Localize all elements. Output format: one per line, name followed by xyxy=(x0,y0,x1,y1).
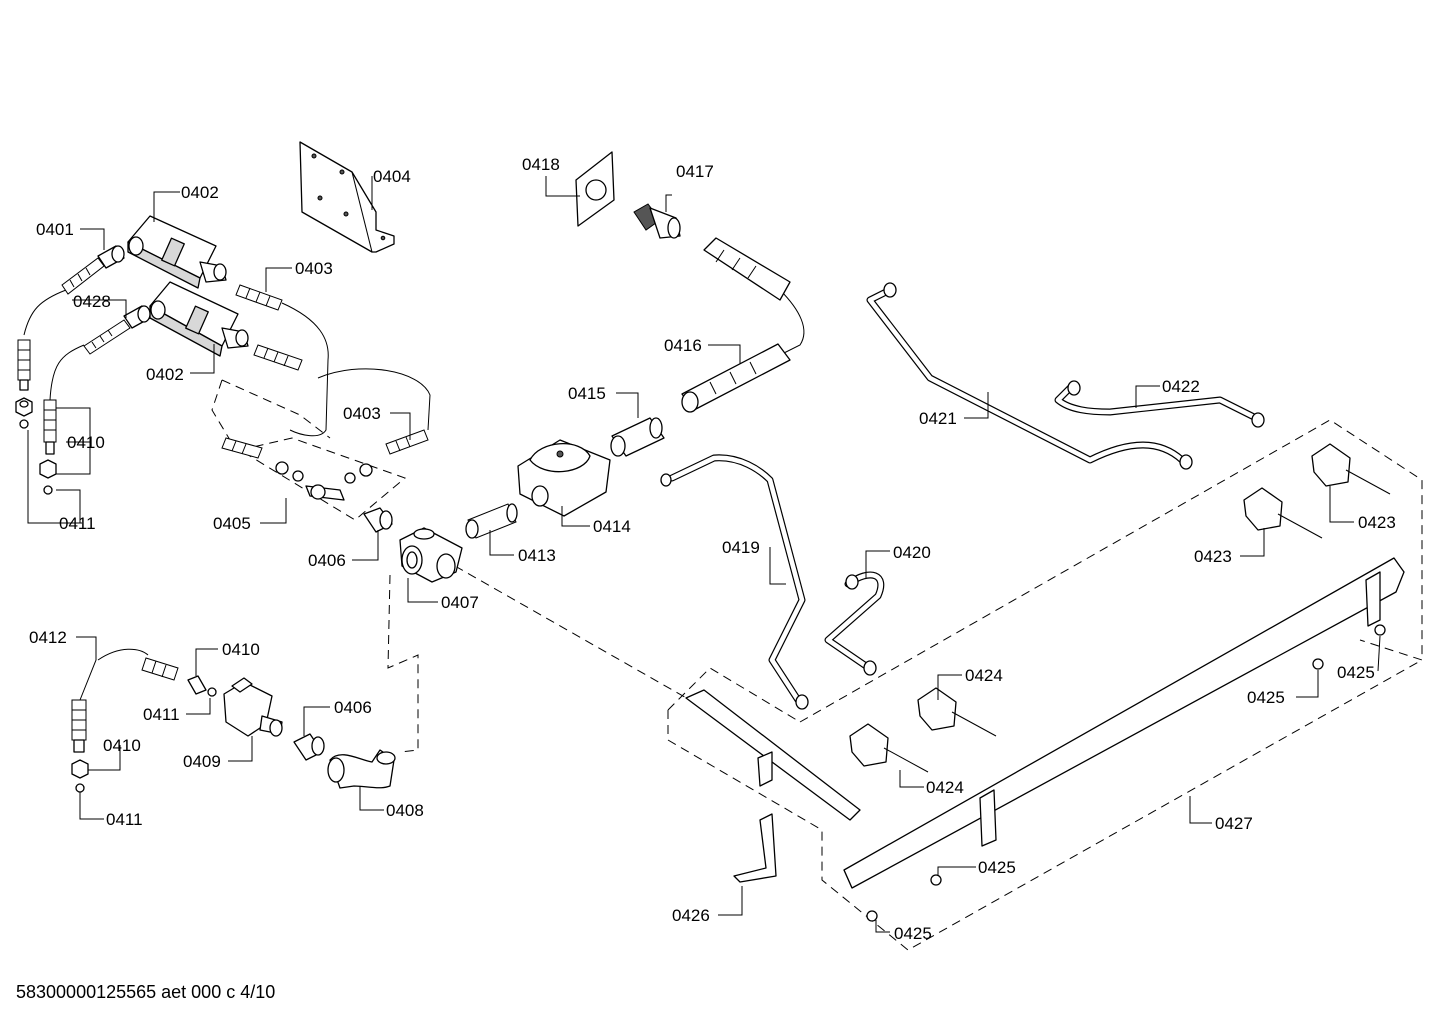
part-0426-bracket xyxy=(733,751,777,883)
label-0425-right: 0425 xyxy=(1337,663,1375,682)
label-0411-left: 0411 xyxy=(59,514,96,533)
label-0425-mid: 0425 xyxy=(1247,688,1285,707)
label-0402-lower: 0402 xyxy=(146,365,184,384)
label-0406-upper: 0406 xyxy=(308,551,346,570)
label-0424-upper: 0424 xyxy=(965,666,1003,685)
label-0423-right: 0423 xyxy=(1358,513,1396,532)
part-0418-bracket xyxy=(575,151,615,227)
part-0416-hose xyxy=(681,237,791,413)
label-0424-lower: 0424 xyxy=(926,778,964,797)
label-0407: 0407 xyxy=(441,593,479,612)
label-0408: 0408 xyxy=(386,801,424,820)
label-0415: 0415 xyxy=(568,384,606,403)
part-0428-fitting xyxy=(83,305,151,355)
part-0409-solenoid xyxy=(223,677,283,737)
label-0426: 0426 xyxy=(672,906,710,925)
label-0411-mid: 0411 xyxy=(143,705,180,724)
part-0406-nipples xyxy=(293,507,393,761)
part-0423-valves xyxy=(1243,443,1391,539)
assembly-outlines xyxy=(211,379,1423,951)
label-0427: 0427 xyxy=(1215,814,1253,833)
label-0417: 0417 xyxy=(676,162,714,181)
part-0403-stubs xyxy=(221,284,429,459)
label-0418: 0418 xyxy=(522,155,560,174)
label-0406-lower: 0406 xyxy=(334,698,372,717)
label-0425-bottom: 0425 xyxy=(894,924,932,943)
part-0420-pipe xyxy=(824,571,885,676)
label-0404: 0404 xyxy=(373,167,411,186)
part-0410-0411-left xyxy=(15,339,57,495)
label-0410-bottom: 0410 xyxy=(222,640,260,659)
label-0413: 0413 xyxy=(518,546,556,565)
label-0409: 0409 xyxy=(183,752,221,771)
label-0428: 0428 xyxy=(73,292,111,311)
label-0403-lower: 0403 xyxy=(343,404,381,423)
part-0417-fitting xyxy=(633,203,681,239)
part-0424-valves xyxy=(849,687,997,773)
label-0402-upper: 0402 xyxy=(181,183,219,202)
label-0416: 0416 xyxy=(664,336,702,355)
label-0411-lower: 0411 xyxy=(106,810,143,829)
part-0422-pipe xyxy=(1054,380,1265,428)
label-0421: 0421 xyxy=(919,409,957,428)
part-0410-0412-bottom xyxy=(71,657,217,793)
part-0421-pipe xyxy=(866,282,1193,470)
part-0408-elbow xyxy=(327,749,396,789)
label-0405: 0405 xyxy=(213,514,251,533)
label-0412: 0412 xyxy=(29,628,67,647)
label-0423-left: 0423 xyxy=(1194,547,1232,566)
label-0410-lower: 0410 xyxy=(103,736,141,755)
part-0404-bracket xyxy=(299,141,395,253)
part-0427-manifold xyxy=(685,557,1405,889)
part-0425-screws xyxy=(866,624,1386,922)
part-0401-fitting xyxy=(61,245,125,295)
flex-connections xyxy=(23,289,805,661)
part-0405-fittings xyxy=(275,461,373,501)
label-0419: 0419 xyxy=(722,538,760,557)
part-0402-valve-upper xyxy=(127,215,227,289)
label-0403-upper: 0403 xyxy=(295,259,333,278)
part-0407-cross xyxy=(399,527,463,583)
document-code: 58300000125565 aet 000 c 4/10 xyxy=(16,982,275,1002)
part-0419-pipe xyxy=(660,454,809,710)
part-0415-fitting xyxy=(610,417,665,457)
label-0401: 0401 xyxy=(36,220,74,239)
leader-lines xyxy=(27,176,1381,933)
part-0414-regulator xyxy=(517,439,611,517)
label-0422: 0422 xyxy=(1162,377,1200,396)
label-0414: 0414 xyxy=(593,517,631,536)
part-0413-nipple xyxy=(465,503,518,539)
part-labels: 0402 0401 0404 0403 0428 0402 0403 0410 … xyxy=(29,155,1396,943)
label-0420: 0420 xyxy=(893,543,931,562)
label-0410-left: 0410 xyxy=(67,433,105,452)
part-0402-valve-lower xyxy=(149,281,249,357)
label-0425-lower: 0425 xyxy=(978,858,1016,877)
